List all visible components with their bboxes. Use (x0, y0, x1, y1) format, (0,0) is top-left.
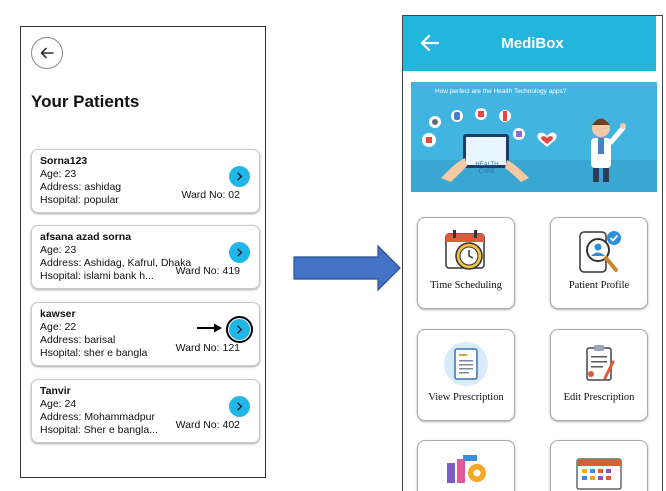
patient-age: Age: 22 (40, 321, 77, 333)
open-patient-button[interactable] (226, 316, 253, 343)
patient-name: kawser (40, 308, 76, 320)
patient-name: Sorna123 (40, 155, 88, 167)
app-title: MediBox (501, 35, 564, 52)
prescription-edit-icon (586, 345, 615, 381)
medibox-home-screen: MediBox (402, 15, 663, 491)
patient-age: Age: 23 (40, 168, 77, 180)
open-patient-button[interactable] (229, 396, 250, 417)
chevron-right-icon (237, 172, 243, 181)
patient-ward: Ward No: 02 (181, 189, 240, 201)
health-banner: How perfect are the Health Technology ap… (411, 82, 657, 192)
health-care-illustration (411, 82, 657, 192)
patient-ward: Ward No: 419 (175, 265, 240, 277)
tablet-text: HEALTH CARE (475, 162, 499, 175)
patient-age: Age: 24 (40, 398, 77, 410)
tile-label: View Prescription (428, 392, 504, 403)
chevron-right-icon (237, 402, 243, 411)
back-arrow-icon[interactable] (419, 32, 441, 54)
chevron-right-icon (237, 325, 243, 334)
patient-hospital: Hsopital: sher e bangla (40, 347, 148, 359)
patient-search-icon (579, 231, 621, 273)
patient-ward: Ward No: 402 (175, 419, 240, 431)
patient-hospital: Hsopital: Sher e bangla... (40, 424, 158, 436)
patient-address: Address: Ashidag, Kafrul, Dhaka (40, 257, 192, 269)
app-header: MediBox (403, 16, 662, 71)
patient-ward: Ward No: 121 (175, 342, 240, 354)
patient-card[interactable]: Tanvir Age: 24 Address: Mohammadpur Hsop… (31, 379, 260, 443)
patient-hospital: Hsopital: popular (40, 194, 119, 206)
open-patient-button[interactable] (229, 166, 250, 187)
back-arrow-icon (40, 47, 54, 59)
chevron-right-icon (237, 248, 243, 257)
tile-label: Patient Profile (568, 280, 630, 291)
pointer-arrow-icon (197, 323, 222, 333)
patient-hospital: Hsopital: islami bank h... (40, 270, 154, 282)
large-right-arrow-icon (293, 244, 401, 292)
open-patient-button[interactable] (229, 242, 250, 263)
patient-age: Age: 23 (40, 244, 77, 256)
tile-label: Edit Prescription (563, 392, 635, 403)
patient-profile-tile[interactable]: Patient Profile (550, 217, 648, 309)
menu-tile-partial[interactable] (417, 440, 515, 491)
patient-address: Address: ashidag (40, 181, 122, 193)
back-button[interactable] (31, 37, 63, 69)
tile-label: Time Scheduling (430, 280, 502, 291)
time-scheduling-tile[interactable]: Time Scheduling (417, 217, 515, 309)
menu-tile-partial[interactable] (550, 440, 648, 491)
page-title: Your Patients (31, 92, 140, 111)
view-prescription-tile[interactable]: View Prescription (417, 329, 515, 421)
calendar-grid-icon (576, 458, 622, 490)
edit-prescription-tile[interactable]: Edit Prescription (550, 329, 648, 421)
prescription-view-icon (444, 342, 488, 386)
patient-card[interactable]: kawser Age: 22 Address: barisal Hsopital… (31, 302, 260, 366)
patient-name: Tanvir (40, 385, 71, 397)
patient-card[interactable]: Sorna123 Age: 23 Address: ashidag Hsopit… (31, 149, 260, 213)
patient-address: Address: Mohammadpur (40, 411, 155, 423)
clock-calendar-icon (445, 230, 485, 270)
patients-screen: Your Patients Sorna123 Age: 23 Address: … (20, 26, 266, 478)
banner-caption: How perfect are the Health Technology ap… (435, 88, 567, 95)
patient-name: afsana azad sorna (40, 231, 132, 243)
patient-address: Address: barisal (40, 334, 116, 346)
patient-card[interactable]: afsana azad sorna Age: 23 Address: Ashid… (31, 225, 260, 289)
settings-apps-icon (447, 455, 486, 483)
